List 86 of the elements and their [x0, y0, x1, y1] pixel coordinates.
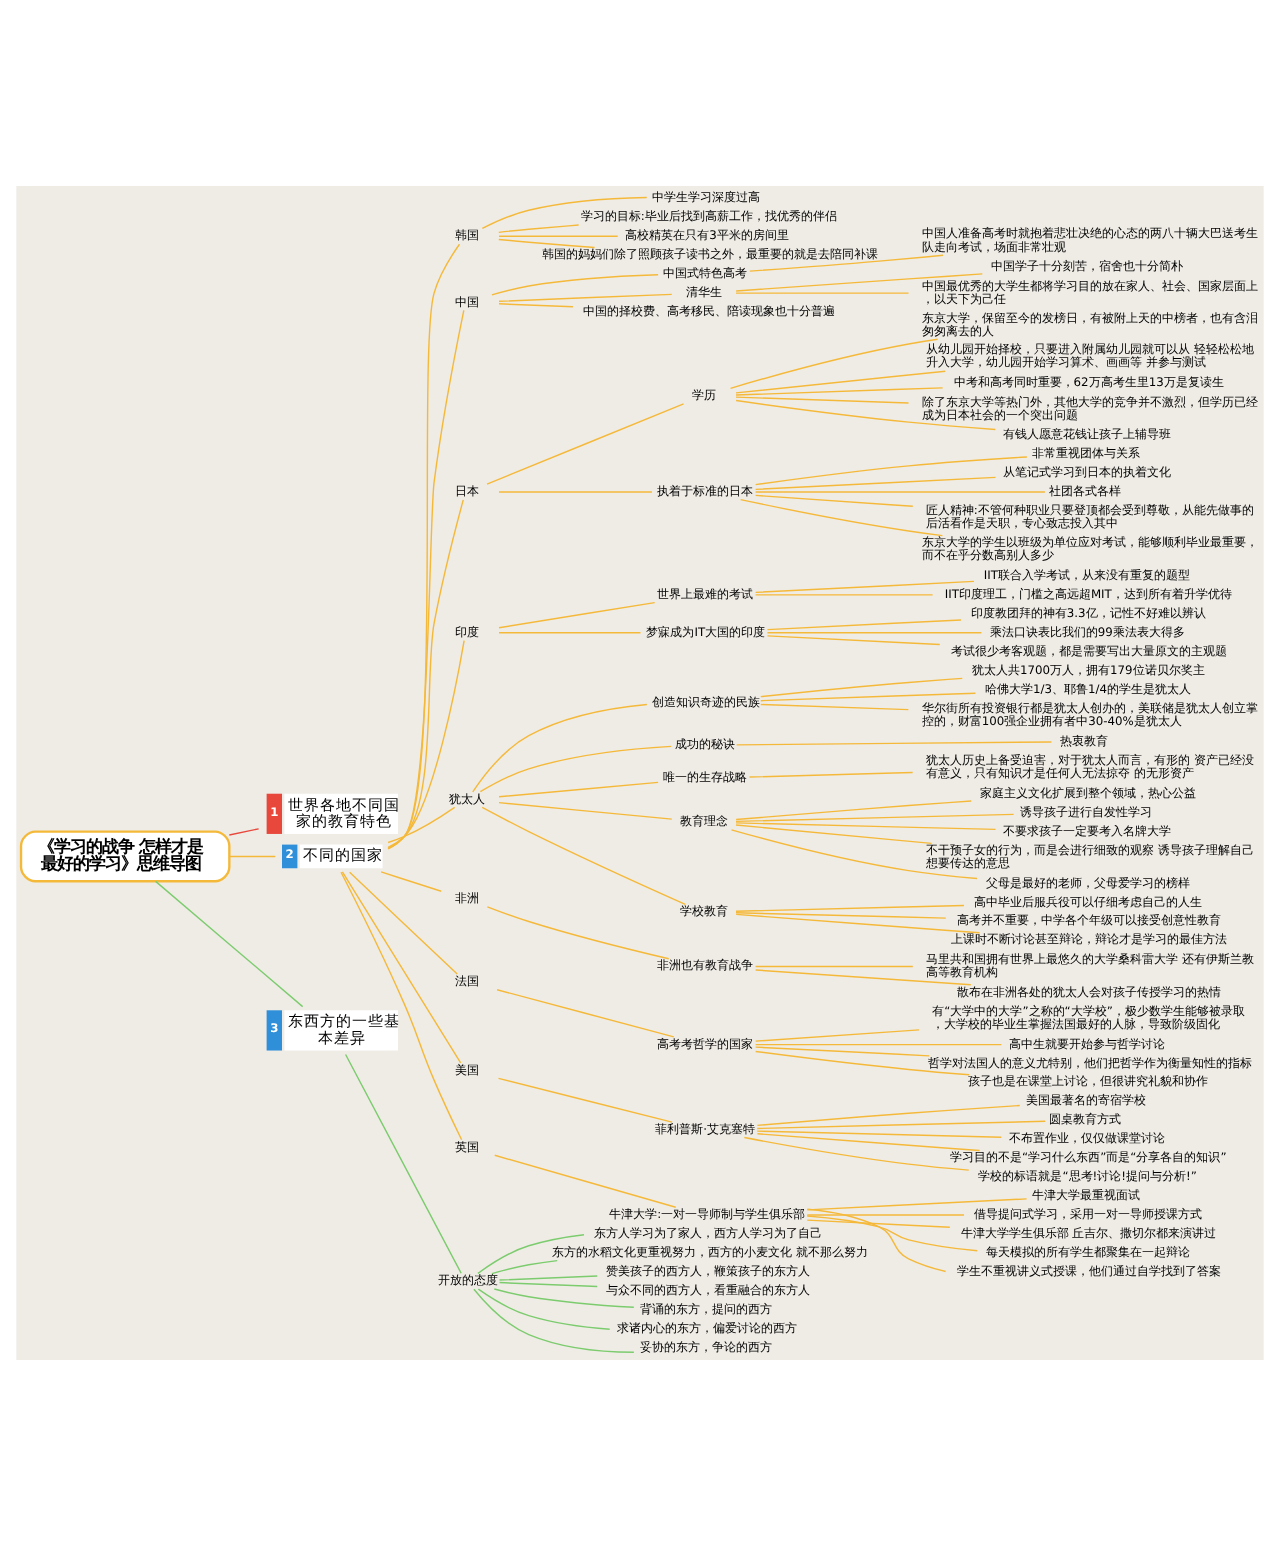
connector [498, 780, 659, 797]
connector [498, 631, 642, 633]
connector [735, 823, 933, 844]
connector [754, 1049, 970, 1075]
connector [498, 292, 673, 302]
connector [766, 631, 983, 633]
connector [481, 195, 648, 229]
connector [491, 273, 659, 295]
connector [760, 676, 964, 697]
connector [754, 964, 914, 967]
connector [735, 812, 1015, 822]
connector [735, 291, 910, 293]
connector [498, 223, 580, 233]
connector [344, 1052, 462, 1273]
connector [756, 1103, 1021, 1126]
connector [754, 493, 914, 506]
connector [754, 579, 975, 593]
connector [760, 702, 910, 710]
connector [735, 912, 981, 933]
connector [497, 1076, 673, 1122]
connector [756, 1132, 981, 1151]
connector [754, 593, 934, 595]
connector [735, 395, 910, 403]
connector [498, 1274, 598, 1280]
connector [743, 1135, 970, 1170]
connector [756, 1119, 1046, 1129]
connector [348, 870, 458, 974]
connector [806, 1213, 965, 1215]
connector [739, 497, 944, 536]
connector [479, 744, 672, 792]
connector [498, 800, 673, 819]
connector [498, 490, 653, 492]
connector [473, 1287, 635, 1353]
connector [496, 988, 675, 1037]
connector [491, 1258, 558, 1274]
connector [735, 272, 984, 291]
connector [806, 1197, 1028, 1210]
connector [730, 828, 978, 879]
connector [481, 805, 686, 905]
connector [387, 805, 456, 843]
connector [806, 1218, 951, 1227]
connector [754, 455, 1028, 485]
connector [341, 870, 462, 1063]
connector [154, 879, 304, 1007]
connector [486, 905, 670, 959]
connector [498, 237, 596, 248]
node-box: 《学习的战争 怎样才是最好的学习》思维导图 [19, 829, 231, 882]
connector [498, 234, 619, 236]
connector [498, 1280, 598, 1287]
connector [749, 253, 944, 271]
connector [735, 821, 997, 830]
connector [735, 398, 997, 430]
connector [806, 1214, 978, 1251]
connector [735, 740, 1053, 745]
connector [806, 1207, 947, 1272]
connector [748, 770, 914, 777]
connector [228, 854, 276, 857]
connector [380, 870, 442, 891]
connector [472, 702, 648, 792]
connector [754, 1045, 930, 1056]
connector [494, 1153, 677, 1207]
connector [754, 968, 972, 985]
connector [387, 498, 464, 848]
connector [340, 870, 463, 1140]
connector [498, 600, 656, 628]
connector [493, 1287, 635, 1307]
connector [387, 638, 465, 847]
connector [754, 1042, 1003, 1045]
connector [498, 302, 574, 307]
connector [486, 402, 685, 484]
connector [735, 369, 947, 393]
connector [754, 490, 1046, 492]
connector [766, 618, 962, 630]
connector [477, 1233, 585, 1274]
connector [766, 634, 941, 645]
connector [228, 827, 260, 835]
connector [760, 691, 977, 701]
connector [477, 1287, 611, 1329]
connector [735, 911, 947, 918]
connector [735, 386, 944, 395]
connector [729, 337, 939, 388]
connector [756, 1129, 1003, 1137]
connector [735, 799, 972, 820]
connector [735, 903, 965, 911]
connector [754, 475, 997, 490]
connector [754, 1028, 920, 1041]
